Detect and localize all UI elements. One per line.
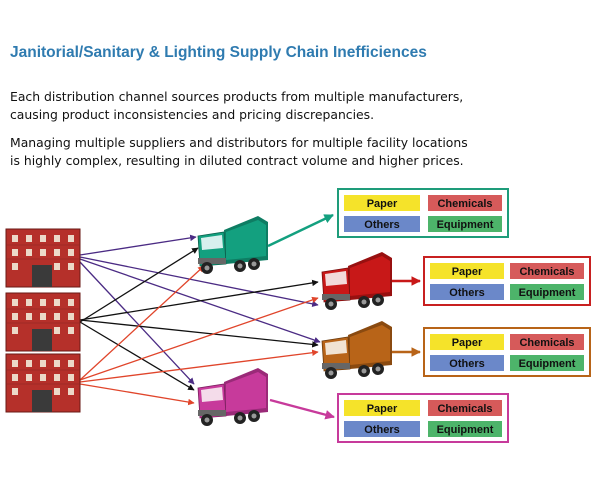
category-chemicals: Chemicals — [519, 266, 574, 278]
arrow-icon — [79, 279, 319, 321]
truck-green — [197, 216, 268, 274]
arrow-icon — [79, 265, 205, 381]
factory-1 — [5, 228, 81, 288]
truck-red — [321, 252, 392, 310]
category-others: Others — [364, 219, 399, 231]
truck-brown — [321, 321, 392, 379]
category-box-1: Paper Chemicals Others Equipment — [337, 188, 509, 238]
intro-paragraph-2-line-1: Managing multiple suppliers and distribu… — [10, 135, 468, 150]
truck-magenta — [197, 368, 268, 426]
delivery-arrows — [267, 213, 421, 420]
category-chemicals: Chemicals — [437, 403, 492, 415]
category-equipment: Equipment — [519, 358, 576, 370]
intro-paragraph-1-line-1: Each distribution channel sources produc… — [10, 89, 464, 104]
arrow-icon — [269, 398, 335, 420]
truck-icon — [321, 252, 392, 310]
category-equipment: Equipment — [437, 424, 494, 436]
category-equipment: Equipment — [437, 219, 494, 231]
arrow-icon — [79, 321, 195, 391]
category-paper: Paper — [452, 266, 483, 278]
arrow-icon — [79, 319, 319, 348]
category-equipment: Equipment — [519, 287, 576, 299]
factory-3 — [5, 353, 81, 413]
category-paper: Paper — [452, 337, 483, 349]
factory-2 — [5, 292, 81, 352]
category-box-2: Paper Chemicals Others Equipment — [423, 256, 591, 306]
category-box-3: Paper Chemicals Others Equipment — [423, 327, 591, 377]
truck-icon — [197, 216, 268, 274]
intro-paragraph-1: Each distribution channel sources produc… — [10, 88, 570, 124]
factory-icon — [5, 292, 81, 352]
arrow-icon — [79, 383, 195, 406]
intro-paragraph-2: Managing multiple suppliers and distribu… — [10, 134, 570, 170]
arrow-icon — [79, 256, 319, 308]
intro-paragraph-2-line-2: is highly complex, resulting in diluted … — [10, 153, 464, 168]
distribution-arrows — [79, 234, 321, 406]
arrow-icon — [79, 234, 197, 256]
arrow-icon — [79, 247, 199, 323]
truck-icon — [321, 321, 392, 379]
factory-icon — [5, 353, 81, 413]
truck-icon — [197, 368, 268, 426]
intro-paragraph-1-line-2: causing product inconsistencies and pric… — [10, 107, 375, 122]
category-chemicals: Chemicals — [519, 337, 574, 349]
arrow-icon — [79, 349, 319, 383]
category-others: Others — [449, 358, 484, 370]
category-paper: Paper — [367, 403, 398, 415]
arrow-icon — [79, 261, 195, 385]
category-others: Others — [449, 287, 484, 299]
category-paper: Paper — [367, 198, 398, 210]
arrow-icon — [267, 213, 334, 248]
arrow-icon — [79, 296, 319, 381]
factory-icon — [5, 228, 81, 288]
category-chemicals: Chemicals — [437, 198, 492, 210]
category-others: Others — [364, 424, 399, 436]
category-box-4: Paper Chemicals Others Equipment — [337, 393, 509, 443]
page-title: Janitorial/Sanitary & Lighting Supply Ch… — [10, 44, 427, 61]
